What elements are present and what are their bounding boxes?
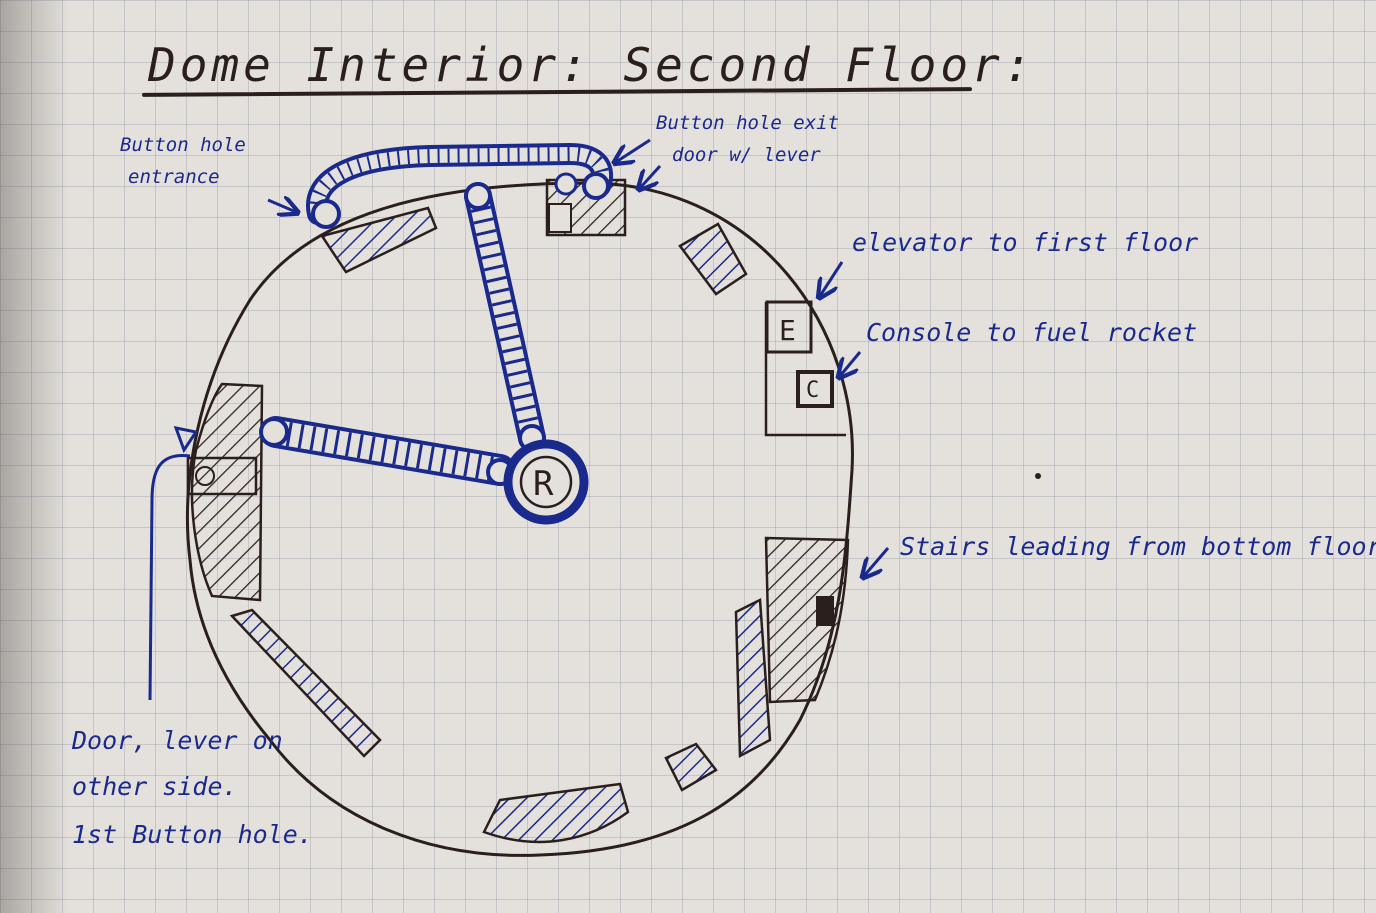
tube-left-to-robot-hatch bbox=[273, 420, 503, 482]
tube-top-node bbox=[464, 182, 492, 210]
arrow-stairs bbox=[864, 547, 890, 576]
exit-door-inner bbox=[548, 203, 572, 233]
button-hole-exit-ring bbox=[582, 172, 610, 200]
arrow-entrance bbox=[267, 200, 296, 212]
arrow-exit-door bbox=[640, 164, 662, 188]
label-console: Console to fuel rocket bbox=[866, 318, 1198, 347]
ink-dot bbox=[1035, 473, 1041, 479]
console-marker: C bbox=[806, 378, 819, 403]
console-box bbox=[796, 370, 834, 408]
page-title: Dome Interior: Second Floor: bbox=[148, 38, 1036, 92]
label-elevator: elevator to first floor bbox=[852, 228, 1199, 257]
label-button-hole-entrance-line2: entrance bbox=[128, 166, 220, 188]
door-knob-left bbox=[195, 466, 215, 486]
robot-marker-outer bbox=[503, 439, 589, 525]
arrow-elevator bbox=[820, 261, 844, 296]
tube-entrance-to-exit-core bbox=[310, 146, 610, 221]
arrow-exit-hole bbox=[616, 138, 651, 162]
page-margin-shadow bbox=[0, 0, 70, 913]
robot-marker-letter: R bbox=[533, 464, 554, 504]
door-lever-leader bbox=[148, 453, 191, 701]
elevator-marker: E bbox=[779, 314, 796, 347]
wall-segment-left bbox=[190, 382, 264, 602]
wall-segment-top-right bbox=[678, 222, 748, 296]
wall-segment-bottom-left bbox=[229, 608, 382, 758]
wall-segment-right bbox=[734, 598, 772, 759]
door-lever-flag bbox=[173, 426, 199, 454]
label-button-hole-entrance-line1: Button hole bbox=[120, 134, 246, 156]
label-door-lever-line2: other side. bbox=[72, 772, 238, 801]
elevator-room-wall bbox=[764, 302, 846, 437]
robot-marker-inner bbox=[519, 455, 573, 509]
tube-top-to-robot-hatch bbox=[468, 193, 542, 441]
door-frame-left bbox=[186, 456, 258, 496]
dome-outline bbox=[186, 181, 854, 857]
label-stairs: Stairs leading from bottom floor bbox=[900, 532, 1376, 561]
stairs-step bbox=[816, 596, 834, 626]
wall-segment-bottom bbox=[482, 782, 630, 844]
label-door-lever-line1: Door, lever on bbox=[72, 726, 283, 755]
stairs-block bbox=[764, 536, 850, 704]
button-hole-entrance-ring bbox=[311, 199, 341, 229]
tube-left-node bbox=[259, 417, 289, 447]
label-button-hole-exit-line1: Button hole exit bbox=[656, 112, 840, 134]
label-door-lever-line3: 1st Button hole. bbox=[72, 820, 313, 849]
wall-segment-top-left bbox=[319, 206, 438, 274]
arrow-console bbox=[840, 351, 862, 376]
button-hole-exit-ring-2 bbox=[554, 172, 578, 196]
label-button-hole-exit-line2: door w/ lever bbox=[672, 144, 821, 166]
wall-segment-bottom-right bbox=[664, 742, 718, 792]
